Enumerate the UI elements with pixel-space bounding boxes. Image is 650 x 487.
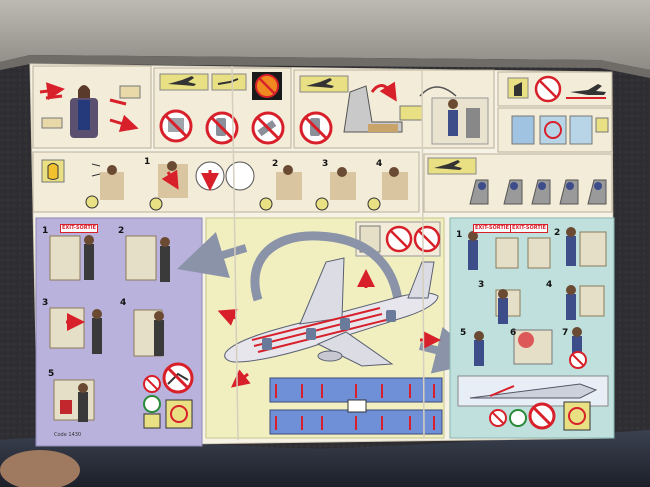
clock-icon (85, 195, 99, 209)
exit-sign: EXIT-SORTIE (60, 224, 99, 233)
knee (0, 450, 80, 487)
overwing-step-number: 2 (554, 228, 561, 238)
brace-step-number: 3 (322, 159, 329, 169)
fold-line (421, 69, 425, 439)
overwing-step-number: 6 (510, 328, 517, 338)
arrow-icon (177, 232, 248, 278)
seat-icon (343, 85, 403, 133)
exit-sign: EXIT-SORTIE (473, 224, 512, 233)
brace-step-number: 4 (376, 159, 383, 169)
airplane-icon (434, 160, 462, 170)
overwing-step-number: 4 (546, 280, 553, 290)
clock-icon (259, 197, 273, 211)
door-panel (35, 217, 203, 447)
overwing-panel (449, 217, 615, 439)
clock-icon (149, 197, 163, 211)
overwing-step-number: 5 (460, 328, 467, 338)
clock-icon (315, 197, 329, 211)
evacuation-panel (177, 217, 484, 439)
fold-line (231, 65, 239, 441)
airplane-icon (570, 84, 606, 95)
person-icon (78, 85, 90, 100)
door-step-number: 4 (120, 298, 127, 308)
tray-table (0, 0, 650, 70)
airplane-icon (469, 383, 598, 399)
door-step-number: 3 (42, 298, 49, 308)
card-code: Code 1430 (54, 432, 82, 438)
tray-edge (0, 55, 650, 78)
arrow-icon (250, 231, 403, 302)
door-step-number: 5 (48, 369, 55, 379)
prohibited-icon (568, 407, 586, 425)
brace-step-number: 1 (144, 157, 151, 167)
top-row (32, 65, 613, 153)
overwing-step-number: 3 (478, 280, 485, 290)
clock-icon (367, 197, 381, 211)
lifevest-icon (47, 163, 59, 180)
overwing-step-number: 7 (562, 328, 569, 338)
overwing-step-number: 1 (456, 230, 463, 240)
brace-row (32, 151, 613, 213)
door-step-number: 2 (118, 226, 125, 236)
exit-sign: EXIT-SORTIE (510, 224, 549, 233)
airplane-icon (168, 76, 196, 86)
door-step-number: 1 (42, 226, 49, 236)
brace-step-number: 2 (272, 159, 279, 169)
prohibited-icon (170, 405, 188, 423)
